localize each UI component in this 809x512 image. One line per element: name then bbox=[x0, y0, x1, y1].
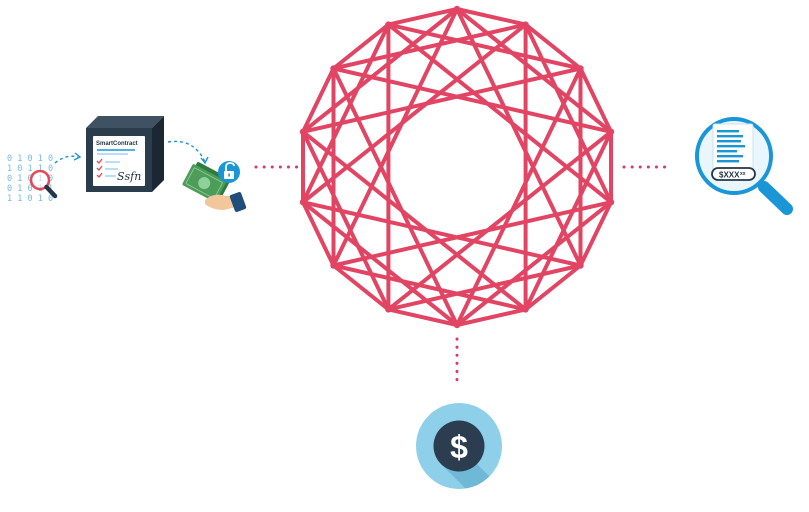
binary-row: 0 1 0 1 1 bbox=[7, 184, 53, 194]
network-node bbox=[299, 199, 307, 206]
network-link bbox=[386, 129, 613, 312]
network-link bbox=[386, 263, 583, 312]
receipt-amount: $XXX bbox=[719, 171, 740, 180]
network-link bbox=[301, 129, 391, 312]
dotted-connectors bbox=[254, 165, 670, 385]
network-link bbox=[331, 200, 613, 268]
network-edge bbox=[578, 200, 613, 268]
network-node bbox=[577, 262, 584, 269]
network-link bbox=[386, 22, 583, 71]
dollar-coin-icon: $ bbox=[416, 403, 502, 489]
magnifier-over-binary-icon: 0 1 0 1 0 1 0 1 1 0 0 1 0 1 0 0 1 0 1 1 … bbox=[7, 154, 58, 204]
network-edge bbox=[455, 7, 528, 27]
network-link bbox=[301, 129, 528, 312]
network-node bbox=[330, 262, 337, 269]
network-node bbox=[607, 199, 615, 206]
network-edge bbox=[523, 22, 583, 71]
document-magnifier-icon: $XXX xx bbox=[695, 117, 793, 215]
binary-row: 1 0 1 1 0 bbox=[7, 164, 53, 174]
smart-contract-box-icon: SmartContract Ssfn bbox=[86, 116, 164, 192]
network-edge bbox=[578, 66, 613, 134]
flow-arrows bbox=[54, 140, 206, 164]
arrow-contract-to-payment bbox=[167, 140, 206, 163]
network-node bbox=[522, 306, 529, 313]
network-link bbox=[523, 129, 613, 312]
network-link bbox=[301, 7, 459, 134]
network-edge bbox=[331, 263, 391, 312]
network-node bbox=[453, 321, 461, 329]
network-link bbox=[331, 66, 613, 134]
network-link bbox=[455, 7, 613, 134]
binary-row: 1 1 0 1 0 bbox=[7, 194, 53, 204]
network-link bbox=[331, 66, 459, 327]
network-node bbox=[577, 65, 584, 72]
coin-symbol: $ bbox=[450, 429, 468, 465]
network-link bbox=[331, 7, 459, 268]
network-link bbox=[301, 66, 583, 134]
hand-with-money-icon bbox=[182, 162, 247, 212]
network-edge bbox=[301, 66, 336, 134]
network-link bbox=[455, 7, 583, 268]
network-edge bbox=[523, 263, 583, 312]
network-node bbox=[330, 65, 337, 72]
network-link bbox=[301, 22, 391, 205]
network-link bbox=[301, 22, 528, 205]
network-node bbox=[607, 128, 615, 135]
network-link bbox=[386, 22, 613, 205]
unlocked-padlock-icon bbox=[218, 161, 240, 183]
network-link bbox=[331, 22, 528, 71]
network-edge bbox=[455, 307, 528, 327]
network-link bbox=[331, 263, 528, 312]
arrow-data-to-contract bbox=[54, 155, 79, 164]
smart-contract-label: SmartContract bbox=[96, 141, 138, 147]
network-node bbox=[522, 21, 529, 28]
network-node bbox=[385, 306, 392, 313]
network-link bbox=[301, 200, 583, 268]
binary-row: 0 1 0 1 0 bbox=[7, 154, 53, 164]
network-link bbox=[455, 66, 583, 327]
blockchain-network-mesh bbox=[299, 5, 615, 329]
network-edge bbox=[301, 200, 336, 268]
network-node bbox=[453, 5, 461, 13]
network-link bbox=[523, 22, 613, 205]
network-link bbox=[455, 200, 613, 327]
network-edge bbox=[386, 7, 459, 27]
network-node bbox=[385, 21, 392, 28]
network-node bbox=[299, 128, 307, 135]
receipt-cents: xx bbox=[740, 171, 746, 177]
network-link bbox=[301, 200, 459, 327]
signature: Ssfn bbox=[117, 170, 141, 183]
network-edge bbox=[386, 307, 459, 327]
network-edge bbox=[331, 22, 391, 71]
